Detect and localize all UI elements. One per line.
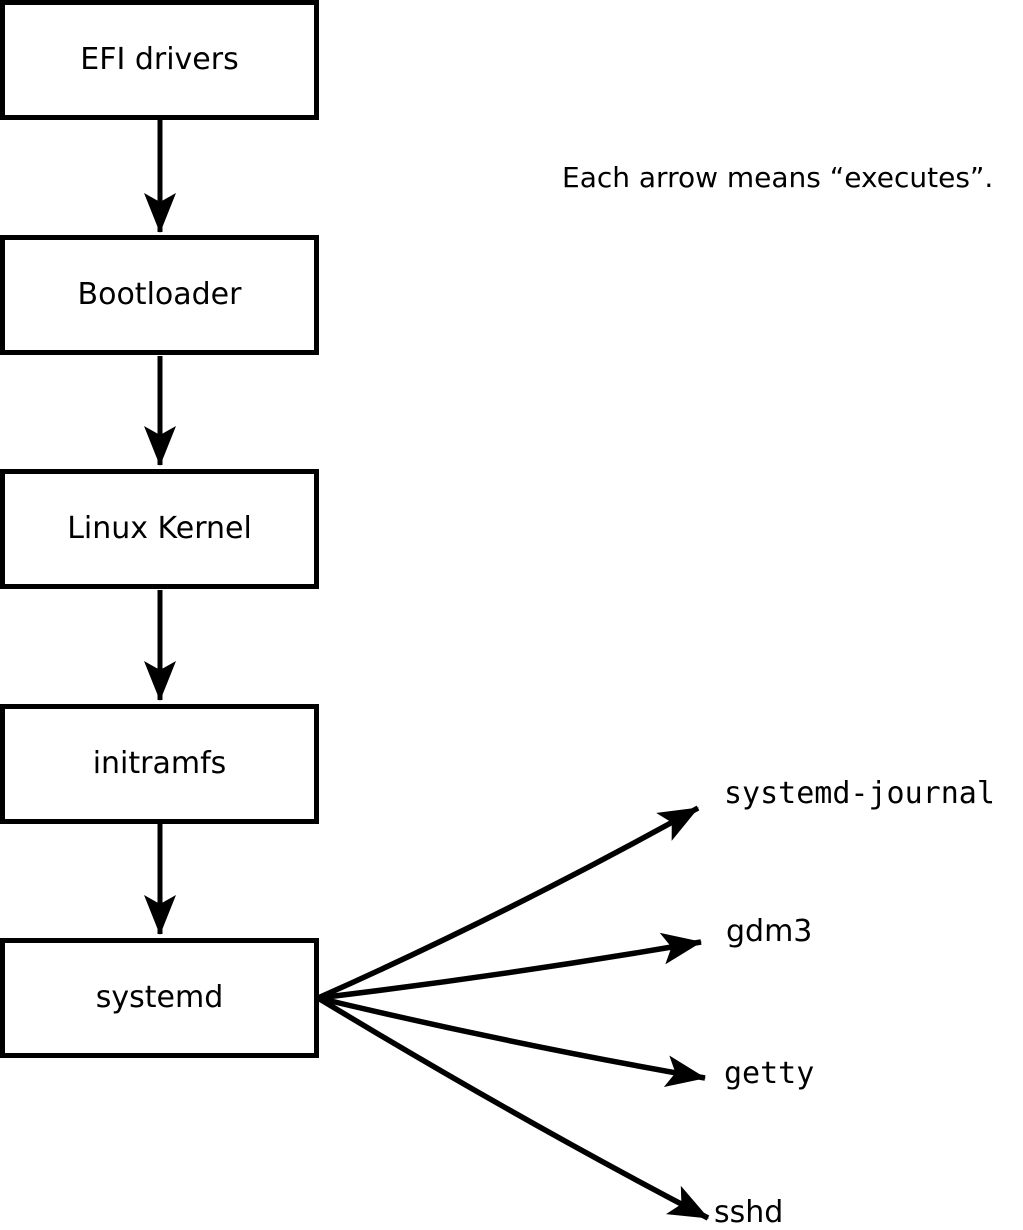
target-label-systemd-journal: systemd-journal: [724, 776, 995, 811]
box-systemd: systemd: [0, 938, 319, 1058]
legend-note: Each arrow means “executes”.: [562, 161, 994, 194]
target-label-getty: getty: [724, 1056, 815, 1091]
box-initramfs-label: initramfs: [92, 746, 227, 781]
arrow-systemd-to-journal: [316, 805, 700, 1001]
box-efi-drivers-label: EFI drivers: [80, 42, 239, 77]
box-linux-kernel: Linux Kernel: [0, 469, 319, 589]
box-linux-kernel-label: Linux Kernel: [67, 511, 252, 546]
box-systemd-label: systemd: [95, 980, 224, 1015]
box-bootloader-label: Bootloader: [77, 277, 242, 312]
arrow-systemd-to-getty: [317, 995, 706, 1088]
box-efi-drivers: EFI drivers: [0, 0, 319, 120]
target-label-sshd: sshd: [714, 1195, 784, 1230]
target-label-gdm3: gdm3: [726, 914, 813, 949]
box-initramfs: initramfs: [0, 704, 319, 824]
box-bootloader: Bootloader: [0, 235, 319, 355]
arrow-systemd-to-gdm3: [317, 932, 702, 1001]
arrow-systemd-to-sshd: [316, 995, 710, 1221]
